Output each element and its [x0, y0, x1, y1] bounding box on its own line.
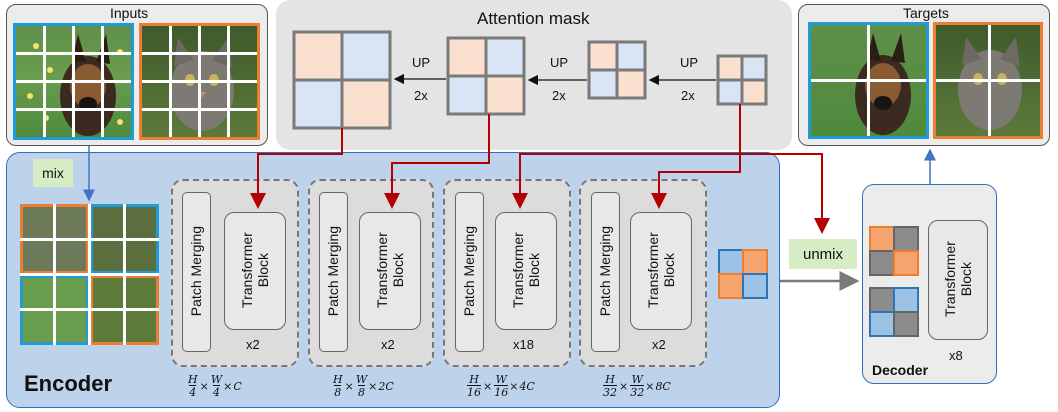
stage-1-transformer-block	[224, 212, 286, 330]
mask-connector-unmix	[740, 153, 830, 234]
dog-input-image	[13, 23, 134, 140]
stage-2-patch-merging	[319, 192, 348, 352]
mask-connector-2	[384, 114, 490, 209]
decoder-blue-patch-icon	[869, 287, 919, 337]
unmix-box: unmix	[789, 239, 857, 269]
stage-4-repeat: x2	[652, 337, 666, 352]
targets-title: Targets	[903, 5, 949, 21]
stage-2-repeat: x2	[381, 337, 395, 352]
dog-target-image	[808, 22, 929, 139]
attention-mask-title: Attention mask	[477, 9, 590, 28]
mixed-feature-icon	[718, 249, 768, 299]
up-label-1: UP	[412, 55, 431, 70]
attention-mask-grid-1	[292, 30, 392, 130]
attention-mask-grid-4	[716, 54, 768, 106]
mask-connector-4	[651, 104, 741, 209]
mixed-image	[20, 204, 159, 345]
mix-label: mix	[42, 165, 64, 181]
cat-target-image	[933, 22, 1043, 139]
attention-mask-grid-2	[446, 36, 526, 116]
encoder-title: Encoder	[24, 371, 113, 396]
scale-label-2: 2x	[552, 88, 566, 103]
unmix-label: unmix	[802, 245, 843, 263]
decoder-orange-patch-icon	[869, 226, 919, 276]
cat-input-image	[139, 23, 260, 140]
mask-connector-1	[250, 128, 343, 209]
decoder-repeat: x8	[949, 348, 963, 363]
decoder-title: Decoder	[872, 362, 929, 378]
up-label-2: UP	[550, 55, 569, 70]
stage-2-transformer-block	[359, 212, 421, 330]
stage-3-patch-merging	[455, 192, 484, 352]
mask-connector-3	[512, 104, 741, 209]
decoder-transformer-block	[928, 220, 988, 340]
scale-label-1: 2x	[414, 88, 428, 103]
up-label-3: UP	[680, 55, 699, 70]
attention-mask-grid-3	[587, 40, 647, 100]
stage-3-transformer-block	[495, 212, 557, 330]
stage-4-patch-merging	[591, 192, 620, 352]
scale-label-3: 2x	[681, 88, 695, 103]
mix-box: mix	[33, 159, 73, 187]
inputs-title: Inputs	[110, 5, 149, 21]
stage-3-repeat: x18	[513, 337, 534, 352]
stage-1-repeat: x2	[246, 337, 260, 352]
stage-1-patch-merging	[182, 192, 211, 352]
stage-4-transformer-block	[630, 212, 692, 330]
